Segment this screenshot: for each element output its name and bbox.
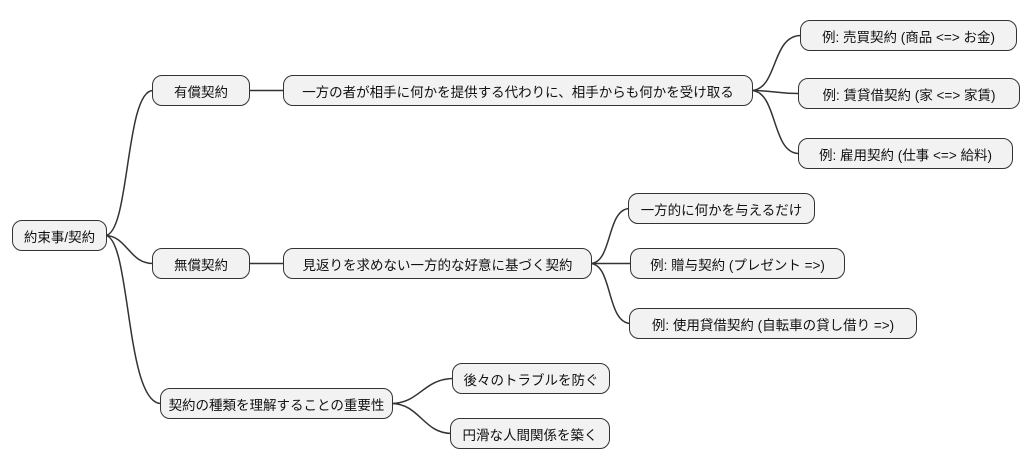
edge-paid-example-sales: [750, 34, 802, 92]
node-example-lease-contract: 例: 賃貸借契約 (家 <=> 家賃): [798, 78, 1020, 109]
edge-paid-example-employment: [750, 89, 800, 155]
node-prevent-future-trouble: 後々のトラブルを防ぐ: [452, 363, 610, 394]
node-root: 約束事/契約: [12, 220, 107, 251]
edge-root-gratuitous: [104, 234, 154, 265]
node-gratuitous-contract: 無償契約: [152, 248, 250, 279]
edge-root-paid: [104, 89, 154, 237]
node-example-gift-contract: 例: 贈与契約 (プレゼント =>): [630, 248, 845, 279]
edge-gratuitous-example-loan: [589, 262, 632, 325]
node-gratuitous-contract-description: 見返りを求めない一方的な好意に基づく契約: [283, 248, 592, 279]
node-example-loan-for-use-contract: 例: 使用貸借契約 (自転車の貸し借り =>): [629, 308, 917, 339]
edge-importance-trouble: [390, 377, 455, 405]
edge-gratuitous-one-sided: [589, 207, 631, 265]
node-example-employment-contract: 例: 雇用契約 (仕事 <=> 給料): [798, 138, 1013, 169]
node-example-sales-contract: 例: 売買契約 (商品 <=> お金): [800, 20, 1017, 51]
node-build-smooth-relationships: 円滑な人間関係を築く: [450, 418, 610, 449]
edge-paid-example-lease: [750, 89, 800, 95]
node-one-sided-giving: 一方的に何かを与えるだけ: [628, 193, 815, 224]
edge-importance-relationships: [390, 402, 453, 435]
node-paid-contract: 有償契約: [152, 75, 250, 106]
node-importance-of-understanding: 契約の種類を理解することの重要性: [160, 388, 393, 419]
node-paid-contract-description: 一方の者が相手に何かを提供する代わりに、相手からも何かを受け取る: [283, 75, 753, 106]
edge-root-importance: [104, 234, 162, 405]
